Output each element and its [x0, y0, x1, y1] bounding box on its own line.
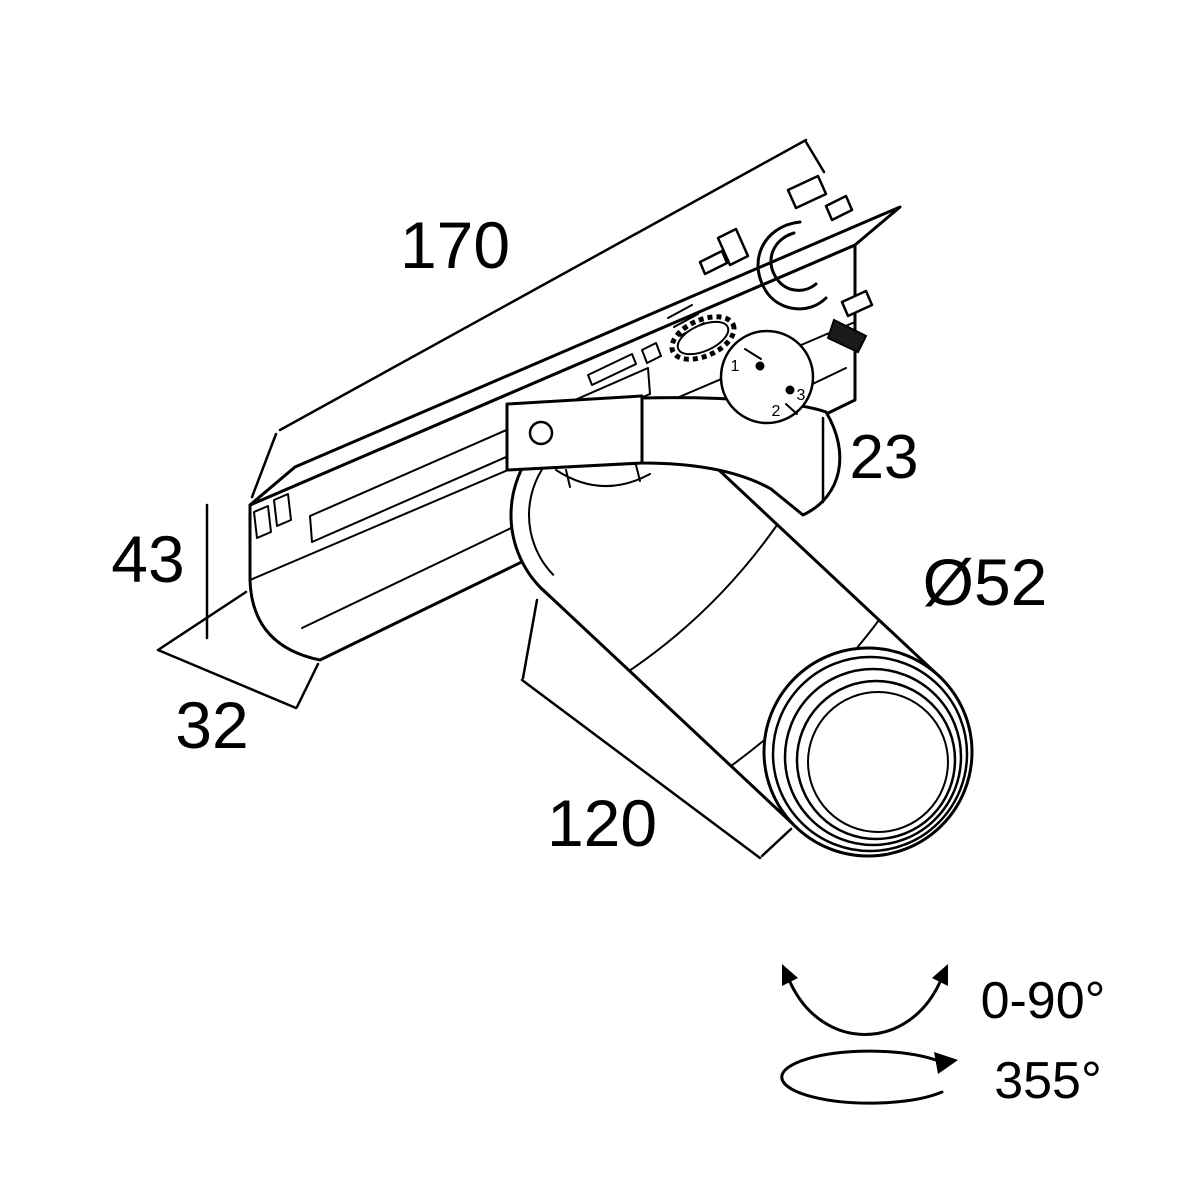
- dim-track-height: 43: [111, 503, 209, 640]
- dim-line-120: [520, 598, 793, 860]
- rotation-symbol: 355°: [780, 1049, 1102, 1110]
- dial-number-2: 2: [772, 403, 781, 420]
- dim-track-length: 170: [250, 138, 826, 499]
- rotation-range-label: 355°: [994, 1052, 1102, 1110]
- knurl-wheel: [676, 320, 730, 356]
- track-connector: [667, 174, 874, 362]
- rotation-ellipse-arrow-icon: [780, 1049, 944, 1105]
- cylinder-side-lines: [539, 440, 944, 827]
- dial-number-1: 1: [731, 358, 740, 375]
- dim-line-32: [156, 590, 320, 710]
- dim-label-170: 170: [400, 208, 510, 282]
- dim-line-170: [250, 138, 826, 499]
- dial-detail: [744, 348, 798, 415]
- dim-body-length: 120: [520, 598, 793, 860]
- dim-label-120: 120: [547, 786, 657, 860]
- dim-track-width: 32: [156, 590, 320, 762]
- dial-dot-2: [785, 385, 795, 395]
- pivot-screw: [528, 420, 554, 446]
- rotation-arrowhead-icon: [934, 1052, 958, 1074]
- dim-body-diameter: Ø52: [923, 545, 1048, 619]
- tilt-arrowhead-left-icon: [782, 964, 798, 986]
- tilt-arc-double-arrow-icon: [788, 980, 942, 1036]
- dial-knob: [719, 329, 815, 425]
- dim-label-diameter: Ø52: [923, 545, 1048, 619]
- hinge-detail: [555, 464, 651, 488]
- track-top-face: [248, 205, 902, 507]
- dim-label-43: 43: [111, 522, 184, 596]
- dial-dot-1: [755, 361, 765, 371]
- lens-ring-5: [807, 691, 949, 833]
- track-slots: [253, 342, 662, 539]
- dim-label-23: 23: [850, 423, 919, 492]
- dim-label-32: 32: [175, 688, 248, 762]
- tilt-symbol: 0-90°: [782, 964, 1106, 1036]
- spot-cylinder: [509, 409, 974, 858]
- tilt-arrowhead-right-icon: [932, 964, 948, 986]
- mount-plate: [505, 394, 644, 472]
- connector-clip: [756, 220, 828, 311]
- yoke-assembly: [505, 394, 842, 517]
- selector-lever: [826, 318, 868, 354]
- connector-tabs: [698, 174, 874, 318]
- dim-arm-offset: 23: [821, 416, 919, 504]
- tilt-range-label: 0-90°: [981, 972, 1106, 1030]
- selector-dial: 1 2 3: [719, 329, 815, 425]
- connector-hatch: [667, 304, 711, 346]
- dial-number-3: 3: [797, 387, 806, 404]
- knurl-wheel-teeth: [669, 314, 737, 362]
